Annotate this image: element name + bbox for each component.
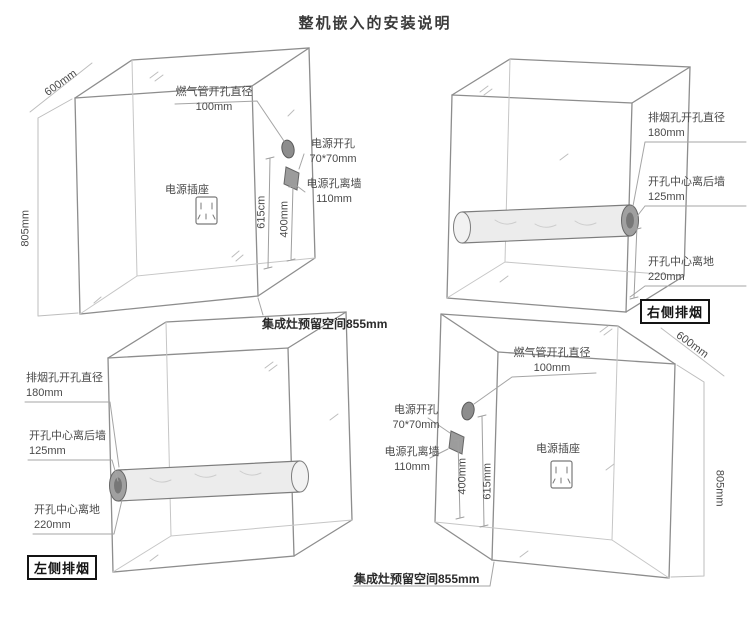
dim-line-805: [670, 364, 705, 578]
sketch-hatches: [479, 85, 569, 283]
dim-line-600: [29, 62, 93, 113]
leader-lines: [352, 372, 597, 587]
sketch-hatches: [519, 325, 615, 558]
gas-pipe-hole: [281, 139, 295, 159]
bl-hole-center-back-wall-label: 开孔中心离后墙 125mm: [29, 430, 106, 457]
dim-line-400: [286, 184, 298, 262]
exhaust-duct: [109, 460, 309, 502]
badge-right-exhaust: 右侧排烟: [640, 299, 711, 324]
tl-gas-hole-label: 燃气管开孔直径 100mm: [175, 86, 253, 113]
power-outlet-hole: [448, 430, 465, 455]
tl-height-dimension-label: 805mm: [19, 209, 32, 247]
tl-power-hole-label: 电源开孔 70*70mm: [309, 138, 357, 165]
br-dim-615-label: 615mm: [481, 462, 494, 500]
tr-hole-center-ground-label: 开孔中心离地 220mm: [648, 256, 714, 283]
bl-smoke-hole-diameter-label: 排烟孔开孔直径 180mm: [26, 372, 103, 399]
br-dim-400-label: 400mm: [456, 457, 469, 495]
cabinet-bottom-left: [24, 311, 353, 573]
tr-smoke-hole-diameter-label: 排烟孔开孔直径 180mm: [648, 112, 725, 139]
exhaust-duct: [453, 204, 639, 244]
cabinet-top-right: [446, 58, 747, 313]
dim-line-220: [629, 225, 642, 300]
dim-line-600: [660, 327, 725, 377]
br-gas-hole-label: 燃气管开孔直径 100mm: [513, 347, 591, 374]
badge-left-exhaust: 左侧排烟: [27, 555, 98, 580]
sketch-hatches: [93, 71, 295, 304]
power-outlet-hole: [283, 166, 300, 191]
dim-line-805: [37, 98, 79, 317]
tl-reserved-space-label: 集成灶预留空间855mm: [262, 317, 388, 331]
leader-lines: [174, 100, 306, 316]
tl-dim-400-label: 400mm: [278, 200, 291, 238]
br-socket-label: 电源插座: [536, 443, 580, 455]
tl-power-wall-distance-label: 电源孔离墙 110mm: [306, 178, 362, 205]
br-reserved-space-label: 集成灶预留空间855mm: [354, 572, 480, 586]
tl-dim-615-label: 615cm: [255, 195, 268, 229]
cabinet-bottom-right: [352, 313, 725, 587]
br-power-hole-label: 电源开孔 70*70mm: [392, 404, 440, 431]
dim-line-615: [477, 414, 489, 528]
br-height-dimension-label: 805mm: [713, 469, 726, 507]
sketch-hatches: [149, 361, 339, 562]
power-socket-icon: [550, 460, 573, 489]
bl-hole-center-ground-label: 开孔中心离地 220mm: [34, 504, 100, 531]
gas-pipe-hole: [461, 401, 475, 421]
tl-socket-label: 电源插座: [165, 184, 209, 196]
cabinet-top-left: [29, 47, 316, 317]
page-title: 整机嵌入的安装说明: [298, 15, 452, 32]
dim-line-615: [263, 156, 275, 270]
dim-line-400: [453, 438, 465, 520]
leader-lines: [629, 141, 747, 298]
leader-lines: [24, 401, 123, 535]
br-power-wall-distance-label: 电源孔离墙 110mm: [384, 446, 440, 473]
power-socket-icon: [195, 196, 218, 225]
tr-hole-center-back-wall-label: 开孔中心离后墙 125mm: [648, 176, 725, 203]
